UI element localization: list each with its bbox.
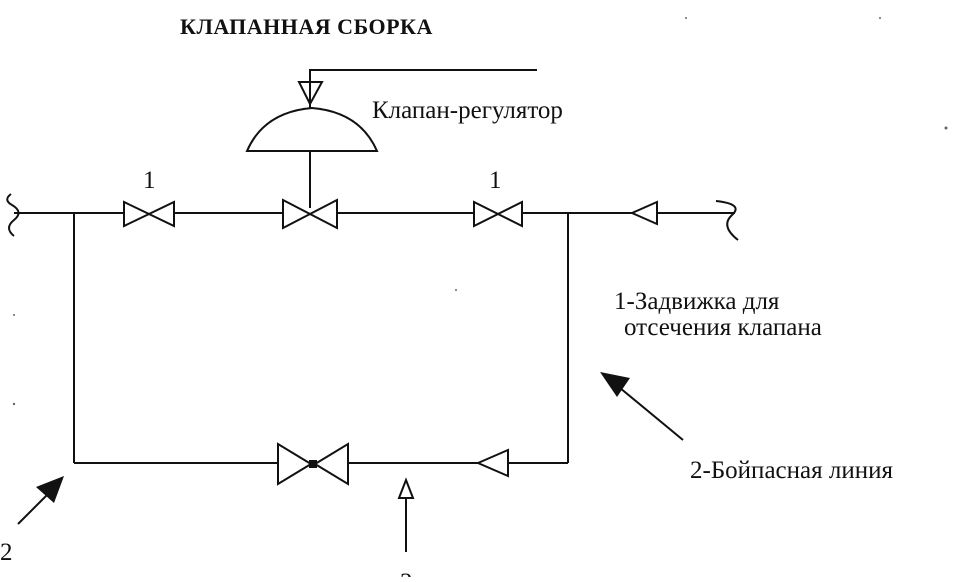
- scan-speckles: [12, 17, 948, 406]
- valve-number-left: 1: [143, 167, 156, 194]
- legend-item1-line1: 1-Задвижка для: [614, 288, 780, 315]
- pointer-label-left: 2: [0, 539, 13, 566]
- legend-item1-line2: отсечения клапана: [624, 314, 822, 341]
- regulator-actuator: [245, 106, 379, 208]
- diagram-title: КЛАПАННАЯ СБОРКА: [180, 14, 433, 39]
- main-pipeline: [6, 193, 739, 241]
- regulator-signal-line: [297, 69, 537, 108]
- check-valve-inlet: [629, 200, 658, 226]
- bypass-line: [73, 213, 569, 464]
- regulator-label: Клапан-регулятор: [372, 97, 563, 124]
- bypass-valve: [277, 442, 349, 486]
- legend-item2: 2-Бойпасная линия: [690, 457, 893, 484]
- pointer-arrow-left: [17, 476, 64, 525]
- valve-number-right: 1: [489, 167, 502, 194]
- pointer-arrow-bottom: [397, 477, 415, 552]
- shutoff-valve-left: [123, 200, 175, 228]
- pointer-label-bottom: 2: [400, 569, 413, 577]
- regulating-valve: [282, 198, 338, 230]
- shutoff-valve-right: [473, 200, 523, 228]
- pointer-arrow-right: [600, 372, 684, 441]
- check-valve-bypass: [475, 448, 509, 478]
